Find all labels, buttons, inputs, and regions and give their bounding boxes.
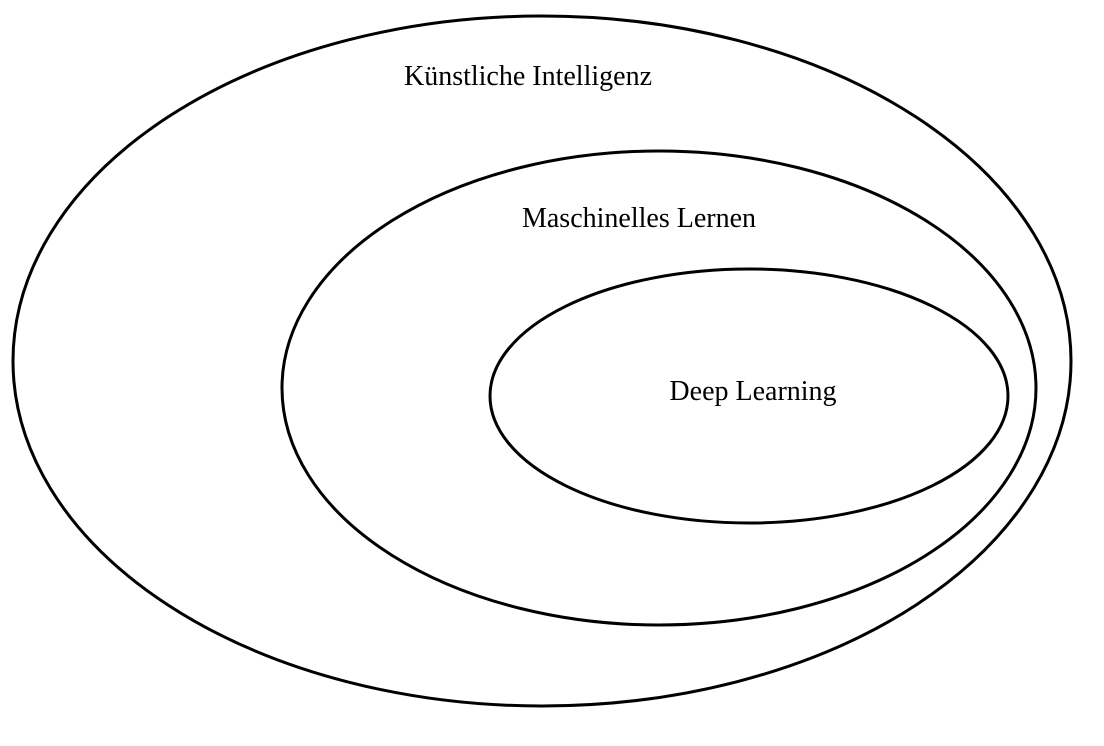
label-kuenstliche-intelligenz: Künstliche Intelligenz [404,61,652,92]
label-deep-learning: Deep Learning [669,376,836,407]
ellipse-maschinelles-lernen [280,149,1038,627]
ellipse-kuenstliche-intelligenz [11,14,1073,708]
label-maschinelles-lernen: Maschinelles Lernen [522,203,756,234]
ellipse-deep-learning [488,267,1010,525]
